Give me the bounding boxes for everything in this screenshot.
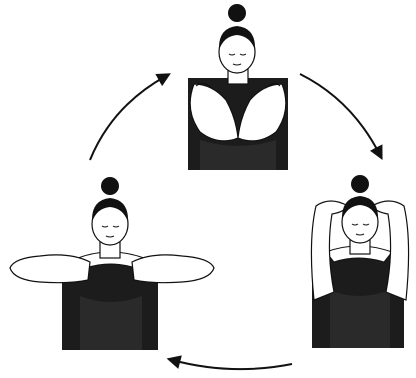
cycle-arrow-top-to-right bbox=[300, 74, 380, 155]
figure-hands-behind-head bbox=[311, 175, 408, 348]
cycle-arrow-right-to-left bbox=[172, 360, 292, 369]
figure-elbows-together bbox=[188, 4, 288, 170]
figure-hands-on-shoulders bbox=[10, 177, 214, 350]
cycle-arrow-left-to-top bbox=[90, 76, 166, 160]
